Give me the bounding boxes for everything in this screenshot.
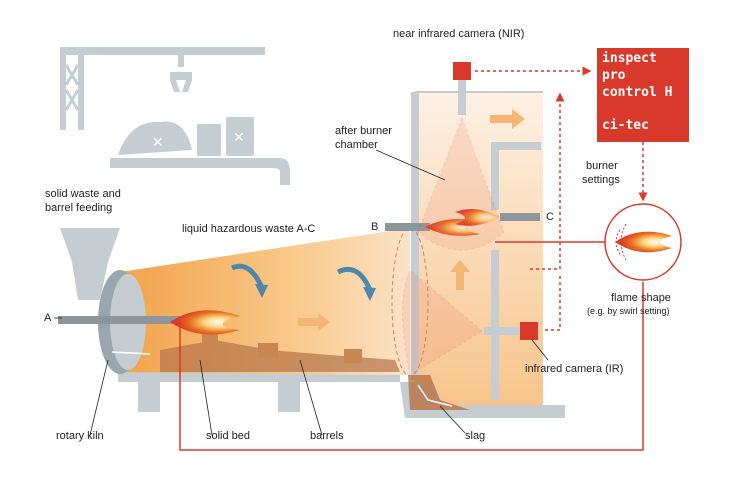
lance-b — [385, 223, 430, 231]
label-slag: slag — [465, 430, 486, 442]
control-links — [179, 66, 648, 451]
liquid-waste-arrows — [230, 263, 373, 292]
svg-text:✕: ✕ — [233, 130, 245, 146]
lance-c — [500, 213, 540, 221]
nir-camera — [417, 62, 505, 251]
label-after-burner-2: chamber — [335, 139, 378, 151]
label-port-c: C — [546, 211, 554, 223]
label-burner-settings: burner — [586, 160, 618, 172]
feed-conveyor — [110, 158, 290, 185]
label-barrels: barrels — [310, 430, 344, 442]
brand-line-2: pro — [602, 68, 626, 83]
lance-a — [58, 316, 180, 324]
label-ir-camera: infrared camera (IR) — [525, 363, 624, 375]
waste-pile: ✕ ✕ — [118, 117, 254, 156]
feed-hopper — [60, 228, 120, 300]
label-solid-bed: solid bed — [206, 430, 251, 442]
label-solid-waste: solid waste and — [45, 188, 121, 200]
label-after-burner: after burner — [335, 125, 392, 137]
label-liquid-waste: liquid hazardous waste A-C — [182, 223, 316, 235]
kiln-flame — [170, 310, 240, 335]
inspect-pro-logo: inspect pro control H ci-tec — [597, 48, 689, 142]
label-nir-camera: near infrared camera (NIR) — [393, 28, 525, 40]
label-flame-shape: flame shape — [611, 292, 671, 304]
crane-structure — [60, 47, 265, 130]
label-flame-shape-note: (e.g. by swirl setting) — [587, 306, 670, 316]
brand-line-1: inspect — [602, 51, 657, 66]
label-solid-waste-2: barrel feeding — [45, 202, 113, 214]
after-burner-chamber — [400, 91, 565, 418]
label-rotary-kiln: rotary kiln — [56, 430, 104, 442]
flame-shape-view — [604, 203, 682, 281]
kiln-support — [118, 370, 400, 412]
rotary-kiln — [98, 227, 429, 377]
label-port-b: B — [371, 221, 379, 233]
ir-camera — [402, 269, 538, 376]
svg-text:✕: ✕ — [152, 135, 164, 151]
flow-arrows — [298, 109, 525, 331]
label-port-a: A — [44, 312, 52, 324]
brand-line-3: control H — [602, 85, 673, 100]
label-burner-settings-2: settings — [582, 174, 620, 186]
burner-c-flame — [455, 208, 500, 226]
brand-line-4: ci-tec — [602, 118, 649, 133]
